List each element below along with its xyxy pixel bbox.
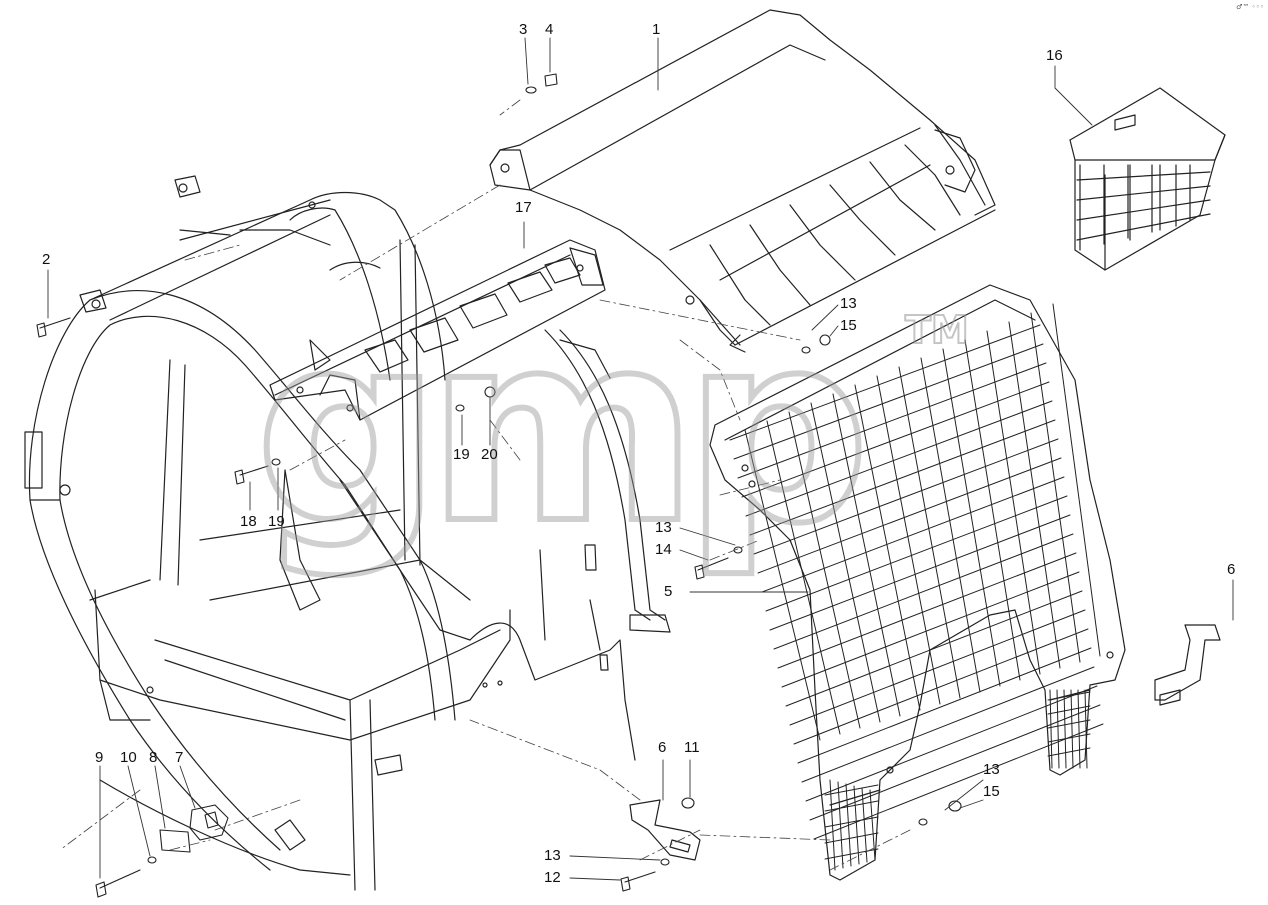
corner-mark: ♂™ ◦◦◦ — [1236, 3, 1264, 11]
roof-panel — [489, 9, 996, 353]
callout-10: 10 — [120, 749, 137, 766]
leader-lines — [47, 37, 1234, 881]
callout-15-lower: 15 — [983, 783, 1000, 800]
callout-15-top: 15 — [840, 317, 857, 334]
callout-13-bottom: 13 — [544, 847, 561, 864]
mesh-grid — [729, 303, 1104, 871]
callout-1: 1 — [652, 21, 661, 38]
cross-beam — [269, 239, 606, 421]
callout-13-mid: 13 — [655, 519, 672, 536]
callout-13-top: 13 — [840, 295, 857, 312]
callout-19-beam: 19 — [453, 446, 470, 463]
bracket-lower — [629, 799, 701, 861]
storage-basket — [1069, 87, 1226, 271]
callout-5: 5 — [664, 583, 673, 600]
callout-14: 14 — [655, 541, 672, 558]
callout-2: 2 — [42, 251, 51, 268]
callout-7: 7 — [175, 749, 184, 766]
cab-frame — [24, 175, 671, 891]
watermark-logo: gmp — [252, 279, 873, 581]
callout-13-lower: 13 — [983, 761, 1000, 778]
callout-18: 18 — [240, 513, 257, 530]
callout-8: 8 — [149, 749, 158, 766]
callout-6-lower: 6 — [658, 739, 667, 756]
callout-16: 16 — [1046, 47, 1063, 64]
callout-9: 9 — [95, 749, 104, 766]
bracket-right — [1154, 624, 1221, 706]
callout-12: 12 — [544, 869, 561, 886]
basket-wires — [1076, 164, 1211, 251]
callout-4: 4 — [545, 21, 554, 38]
callout-19-frame: 19 — [268, 513, 285, 530]
callout-20: 20 — [481, 446, 498, 463]
callout-6-right: 6 — [1227, 561, 1236, 578]
mesh-guard — [709, 284, 1126, 881]
callout-11: 11 — [684, 739, 700, 756]
watermark-trademark: TM — [904, 307, 970, 353]
fasteners — [36, 73, 962, 898]
callout-3: 3 — [519, 21, 528, 38]
assembly-lines — [59, 99, 911, 871]
callout-17: 17 — [515, 199, 532, 216]
